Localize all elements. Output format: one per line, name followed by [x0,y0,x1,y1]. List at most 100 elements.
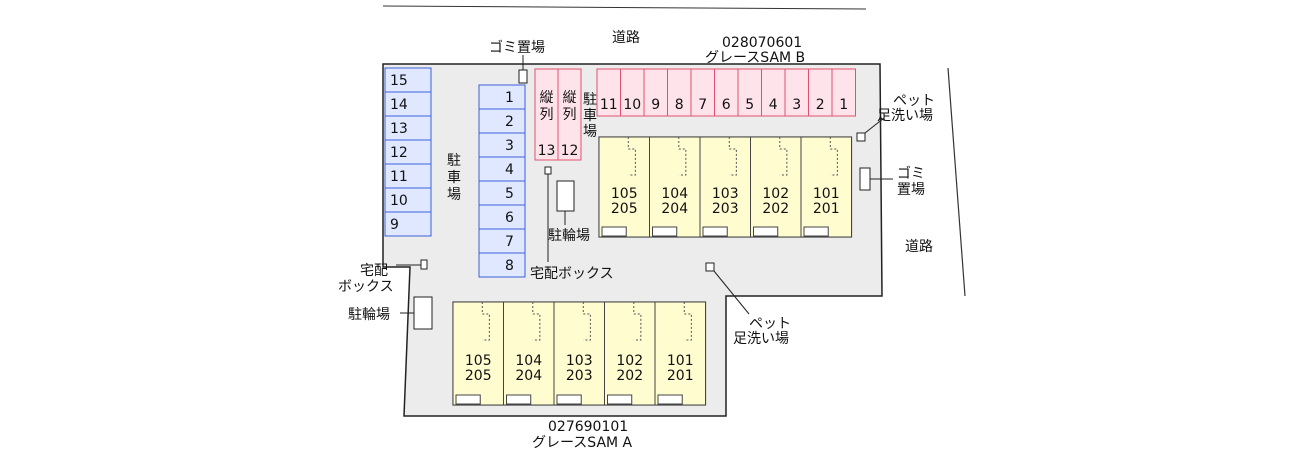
unit-number-lower: 204 [661,201,688,217]
unit-entrance [683,302,692,341]
delivery-left-label-2: ボックス [338,279,394,295]
unit-balcony [506,394,532,405]
parking-space-number: 5 [745,97,754,113]
unit-number-lower: 202 [762,201,789,217]
pet-wash-top-label-2: 足洗い場 [877,108,933,124]
parking-space-number: 1 [839,97,848,113]
building-b-code: 028070601 [722,35,802,51]
parking-space-number: 6 [722,97,731,113]
parking-left-label-1: 駐 [447,153,461,169]
delivery-center-label: 宅配ボックス [530,266,614,282]
parking-space-left [384,187,432,213]
pet-wash-center-marker [705,262,715,272]
parking-space-number: 10 [390,193,408,209]
tandem-label: 縦 [563,90,577,106]
parking-space-number: 15 [390,73,408,89]
unit-entrance [627,137,636,176]
unit-number-lower: 204 [515,368,542,384]
tandem-label: 縦 [540,90,554,106]
building-b-name: グレースSAM B [705,50,805,66]
parking-space-number: 9 [651,97,660,113]
unit-balcony [556,394,582,405]
parking-space-mid [478,84,526,110]
tandem-label: 列 [540,107,554,123]
pet-wash-center-label-1: ペット [749,316,791,332]
unit-number-upper: 104 [661,186,688,202]
tandem-label: 列 [563,107,577,123]
pet-wash-top-leader [864,117,885,134]
unit [800,136,852,238]
delivery-center-marker [544,166,552,175]
unit [452,301,504,406]
unit-entrance [481,302,490,341]
unit-entrance [678,137,687,176]
parking-space-number: 4 [769,97,778,113]
parking-space-left [384,67,432,93]
parking-space-number: 3 [505,138,514,154]
unit-number-upper: 105 [465,353,492,369]
parking-mid-label-3: 場 [583,124,597,140]
parking-space-number: 6 [505,210,514,226]
parking-space-mid [478,132,526,158]
parking-left-label-3: 場 [447,187,461,203]
unit-entrance [779,137,788,176]
unit-entrance [633,302,642,341]
parking-space-number: 7 [505,234,514,250]
parking-space-left [384,139,432,165]
parking-space-left [384,163,432,189]
unit-number-upper: 104 [515,353,542,369]
parking-space-number: 9 [390,217,399,233]
unit-entrance [532,302,541,341]
top-road-label: 道路 [612,30,640,46]
delivery-left-marker [420,259,428,270]
garbage-top-box [518,69,528,84]
right-road-label: 道路 [905,239,933,255]
unit-number-lower: 201 [667,368,694,384]
parking-space-number: 14 [390,97,408,113]
building-a-code: 027690101 [548,419,628,435]
unit [598,136,650,238]
bike-left-label: 駐輪場 [348,306,390,323]
parking-space-number: 10 [623,97,641,113]
garbage-right-label-1: ゴミ [897,165,925,182]
pet-wash-center-leader [713,270,750,315]
building-a-name: グレースSAM A [532,435,633,451]
top-road-line [382,5,867,10]
parking-space-number: 13 [538,143,556,159]
parking-space-number: 5 [505,186,514,202]
unit-number-lower: 201 [813,201,840,217]
parking-space-left [384,115,432,141]
unit-number-upper: 101 [813,186,840,202]
bike-center-label: 駐輪場 [548,227,590,244]
garbage-right-box [859,167,871,191]
parking-space-number: 3 [792,97,801,113]
unit [699,136,751,238]
parking-space-mid [478,204,526,230]
unit-number-upper: 102 [616,353,643,369]
pet-wash-top-marker [856,132,866,142]
unit-balcony [455,394,481,405]
parking-space-number: 11 [600,97,618,113]
unit-balcony [702,226,728,237]
garbage-top-label: ゴミ置場 [489,39,545,56]
unit-number-upper: 101 [667,353,694,369]
parking-space-number: 4 [505,162,514,178]
pet-wash-top-label-1: ペット [893,93,935,109]
parking-mid-label-1: 駐 [583,92,597,108]
parking-space-number: 8 [675,97,684,113]
unit-entrance [728,137,737,176]
unit-balcony [652,226,678,237]
unit-number-upper: 103 [566,353,593,369]
parking-space-left [384,211,432,237]
parking-space-tandem [557,68,582,161]
parking-space-mid [478,228,526,254]
right-road-line [947,67,966,297]
unit [553,301,605,406]
unit-number-lower: 202 [616,368,643,384]
parking-space-top [831,68,856,117]
